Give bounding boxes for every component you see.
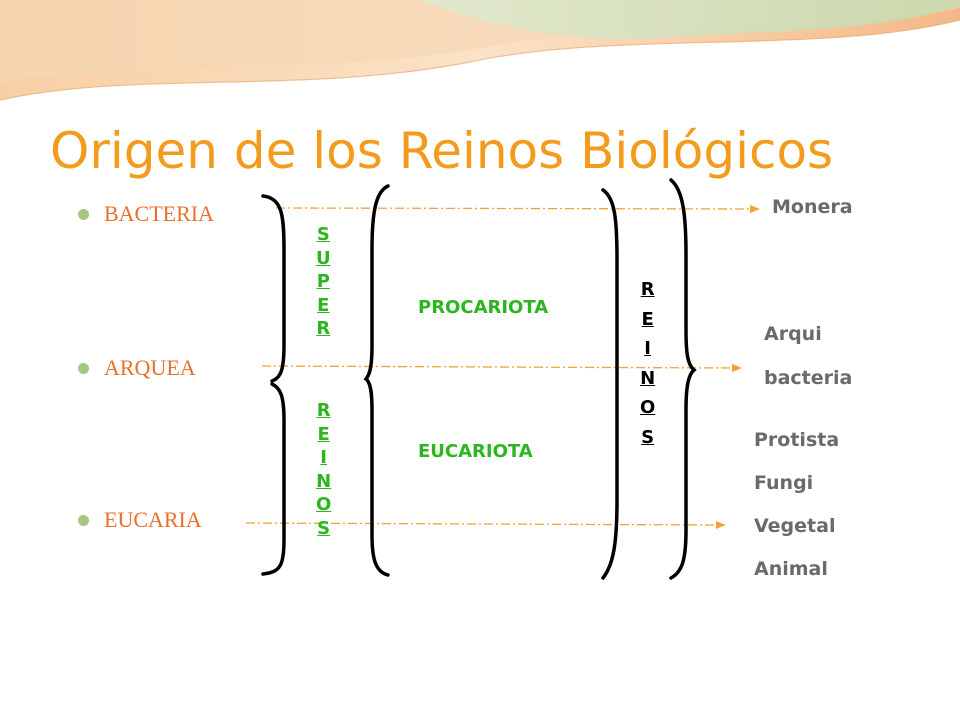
superreinos-vertical-bottom: R E I N O S: [316, 399, 331, 541]
bullet-dot-icon: [78, 514, 89, 526]
letter: E: [317, 423, 330, 445]
letter: R: [640, 279, 655, 300]
letter: I: [644, 338, 651, 360]
kingdom-vegetal: Vegetal: [754, 515, 836, 537]
bullet-dot-icon: [78, 362, 89, 374]
eucariota-label: EUCARIOTA: [418, 441, 533, 462]
bullet-item: BACTERIA: [78, 201, 214, 227]
arrow-head-icon: [732, 364, 742, 372]
letter: S: [317, 517, 331, 539]
right-bracket-superreinos-top: [261, 194, 286, 383]
letter: R: [316, 400, 331, 421]
kingdom-arqui: Arqui: [764, 323, 822, 345]
header-wave-decoration: [0, 0, 960, 101]
letter: N: [640, 367, 656, 389]
right-bracket-superreinos-bottom: [261, 382, 286, 576]
letter: O: [316, 494, 332, 516]
bullet-item: ARQUEA: [78, 355, 196, 381]
letter: E: [317, 294, 330, 316]
kingdom-protista: Protista: [754, 429, 840, 451]
reinos-vertical: R E I N O S: [640, 275, 655, 453]
letter: S: [641, 426, 655, 448]
procariota-label: PROCARIOTA: [418, 297, 549, 318]
bullet-text: BACTERIA: [104, 201, 214, 226]
letter: I: [320, 447, 327, 469]
arrow-bacteria-to-monera: [275, 207, 751, 210]
letter: R: [316, 318, 331, 340]
arrow-head-icon: [716, 521, 726, 529]
kingdom-animal: Animal: [754, 558, 828, 580]
bullet-item: EUCARIA: [78, 507, 202, 533]
letter: U: [316, 247, 331, 269]
kingdom-fungi: Fungi: [754, 472, 814, 494]
right-bracket-reinos-inner: [601, 188, 619, 580]
kingdom-bacteria: bacteria: [764, 367, 853, 389]
bullet-dot-icon: [78, 208, 89, 220]
letter: S: [316, 224, 330, 245]
right-brace-reinos-outer: [669, 178, 697, 580]
arrow-head-icon: [750, 205, 760, 213]
arrow-arquea-to-arquibacteria: [261, 365, 733, 369]
left-brace-procariota: [363, 184, 390, 577]
superreinos-vertical-top: S U P E R: [316, 223, 331, 341]
slide-title: Origen de los Reinos Biológicos: [50, 122, 834, 180]
letter: N: [316, 470, 332, 492]
kingdom-monera: Monera: [772, 196, 853, 218]
bullet-text: EUCARIA: [104, 507, 202, 532]
letter: E: [641, 308, 654, 330]
bullet-text: ARQUEA: [104, 355, 196, 380]
letter: P: [316, 271, 330, 293]
letter: O: [640, 397, 656, 419]
